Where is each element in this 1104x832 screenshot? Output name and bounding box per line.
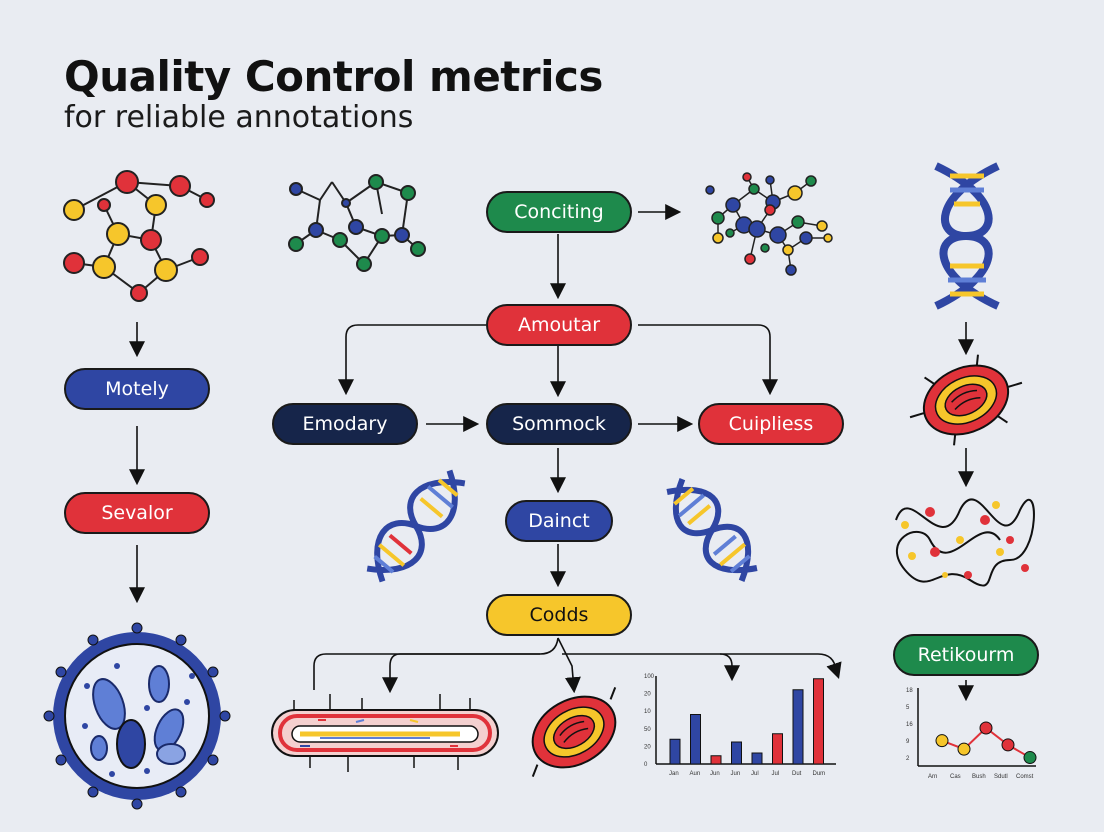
bar-xtick-label: Jul <box>772 771 780 777</box>
node-motely[interactable]: Motely <box>64 368 210 410</box>
bar-xtick-label: Jul <box>751 771 759 777</box>
node-cuipliess[interactable]: Cuipliess <box>698 403 844 445</box>
node-retikourm[interactable]: Retikourm <box>893 634 1039 676</box>
bar-xtick-label: Aun <box>690 771 701 777</box>
node-amoutar[interactable]: Amoutar <box>486 304 632 346</box>
bar-ytick-label: 50 <box>644 727 651 733</box>
bar-ytick-label: 20 <box>644 744 651 750</box>
line-point-1 <box>957 742 971 756</box>
bar-xtick-label: Jun <box>710 771 720 777</box>
line-point-4 <box>1023 751 1037 765</box>
line-xtick-label: Comst <box>1016 774 1034 780</box>
bar-chart: 0 20 50 10 20 100 Jan Aun Jun Jun Jul Jul Dut Dum <box>644 674 836 777</box>
node-sevalor[interactable]: Sevalor <box>64 492 210 534</box>
bar-xtick-label: Dut <box>792 771 802 777</box>
center-flow-arrows <box>313 204 842 694</box>
line-point-0 <box>935 734 949 748</box>
bar-ytick-label: 100 <box>644 674 655 680</box>
page-subtitle: for reliable annotations <box>64 100 414 135</box>
bar-xtick-label: Dum <box>813 771 826 777</box>
line-xtick-label: Arn <box>928 774 937 780</box>
bar-xtick-label: Jun <box>731 771 741 777</box>
line-ytick-label: 5 <box>906 705 910 711</box>
bar-7 <box>813 678 824 765</box>
line-ytick-label: 16 <box>906 722 913 728</box>
bar-1 <box>690 714 701 765</box>
node-emodary[interactable]: Emodary <box>272 403 418 445</box>
virus-icon <box>909 354 1023 446</box>
line-point-2 <box>979 721 993 735</box>
node-sommock[interactable]: Sommock <box>486 403 632 445</box>
bar-5 <box>772 733 783 765</box>
bar-xtick-label: Jan <box>669 771 679 777</box>
bar-0 <box>669 738 681 765</box>
page-title: Quality Control metrics <box>64 52 603 101</box>
node-dainct[interactable]: Dainct <box>505 500 613 542</box>
bar-3 <box>731 741 742 765</box>
line-point-3 <box>1001 738 1015 752</box>
tangle-icon <box>895 498 1035 587</box>
bar-ytick-label: 20 <box>644 692 651 698</box>
bar-4 <box>751 752 763 765</box>
bar-ytick-label: 10 <box>644 709 651 715</box>
line-xtick-label: Sdutl <box>994 774 1008 780</box>
molecule-icon <box>705 172 833 276</box>
dna-helix-icon <box>934 162 1000 310</box>
node-codds[interactable]: Codds <box>486 594 632 636</box>
line-xtick-label: Bush <box>972 774 986 780</box>
line-chart: 18 5 16 9 2 Arn Cas Bush Sdutl Comst <box>906 688 1037 780</box>
line-ytick-label: 18 <box>906 688 913 694</box>
virus-icon <box>531 687 617 777</box>
cell-icon <box>43 622 231 810</box>
dna-helix-icon <box>366 469 466 583</box>
dna-helix-icon <box>666 478 758 582</box>
bacterium-icon <box>271 694 499 772</box>
line-xtick-label: Cas <box>950 774 961 780</box>
bar-6 <box>792 689 804 765</box>
node-conciting[interactable]: Conciting <box>486 191 632 233</box>
line-ytick-label: 9 <box>906 739 910 745</box>
line-ytick-label: 2 <box>906 756 910 762</box>
bar-2 <box>710 755 722 765</box>
molecule-icon <box>63 170 215 302</box>
molecule-icon <box>288 174 426 272</box>
bar-ytick-label: 0 <box>644 762 648 768</box>
